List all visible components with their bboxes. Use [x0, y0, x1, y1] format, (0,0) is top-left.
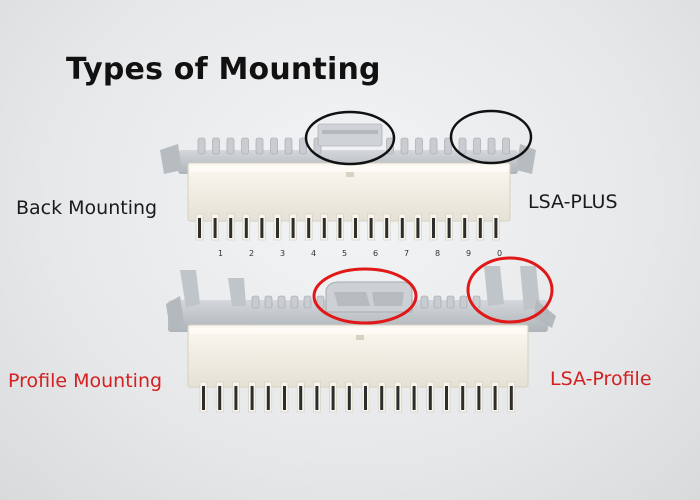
page-title: Types of Mounting [66, 52, 381, 87]
contact-number: 4 [311, 249, 316, 258]
contact-blade [338, 218, 342, 238]
lsa-plus-module: 1 2 3 4 5 6 7 8 9 0 [160, 123, 536, 258]
contact-blade [315, 386, 319, 410]
profile-mount-frame [166, 266, 556, 332]
back-mounting-label: Back Mounting [16, 197, 158, 219]
contact-numbers: 1 2 3 4 5 6 7 8 9 0 [218, 249, 502, 258]
profile-mounting-label: Profile Mounting [8, 370, 163, 392]
contact-blade [364, 386, 367, 410]
contact-blade [354, 218, 357, 238]
black-highlight-right [449, 109, 533, 165]
contact-number: 6 [373, 249, 378, 258]
contact-blade [291, 218, 295, 238]
module-body [187, 324, 529, 388]
contact-blade [445, 386, 448, 410]
contact-blade [234, 386, 238, 410]
contact-blade [244, 218, 248, 238]
contact-row [195, 213, 500, 241]
contact-number: 0 [497, 249, 502, 258]
contact-number: 3 [280, 249, 285, 258]
contact-row [199, 381, 516, 413]
contact-number: 1 [218, 249, 223, 258]
contact-blade [463, 218, 467, 238]
contact-number: 9 [466, 249, 471, 258]
red-highlight-center [312, 267, 418, 325]
contact-blade [447, 218, 451, 238]
contact-blade [202, 386, 205, 410]
contact-blade [461, 386, 465, 410]
contact-blade [416, 218, 420, 238]
contact-blade [477, 386, 481, 410]
contact-number: 7 [404, 249, 409, 258]
contact-blade [250, 386, 254, 410]
contact-blade [412, 386, 416, 410]
black-highlight-center [304, 110, 396, 166]
contact-blade [385, 218, 389, 238]
contact-blade [347, 386, 351, 410]
contact-blade [428, 386, 432, 410]
contact-blade [322, 218, 326, 238]
lsa-plus-label: LSA-PLUS [528, 191, 618, 213]
contact-blade [266, 386, 270, 410]
contact-blade [229, 218, 233, 238]
contact-blade [218, 386, 222, 410]
contact-number: 8 [435, 249, 440, 258]
contact-blade [494, 218, 498, 238]
lsa-profile-label: LSA-Profile [550, 368, 652, 390]
contact-blade [396, 386, 400, 410]
contact-blade [213, 218, 217, 238]
contact-blade [369, 218, 373, 238]
contact-number: 5 [342, 249, 347, 258]
contact-blade [198, 218, 201, 238]
contact-blade [400, 218, 404, 238]
contact-blade [478, 218, 482, 238]
contact-blade [432, 218, 435, 238]
contact-blade [283, 386, 286, 410]
contact-blade [260, 218, 264, 238]
contact-blade [380, 386, 384, 410]
red-highlight-right [466, 256, 554, 324]
contact-blade [299, 386, 303, 410]
lsa-profile-module [166, 266, 556, 413]
contact-blade [493, 386, 497, 410]
contact-number: 2 [249, 249, 254, 258]
contact-blade [331, 386, 335, 410]
contact-blade [509, 386, 513, 410]
contact-blade [307, 218, 311, 238]
contact-blade [276, 218, 279, 238]
